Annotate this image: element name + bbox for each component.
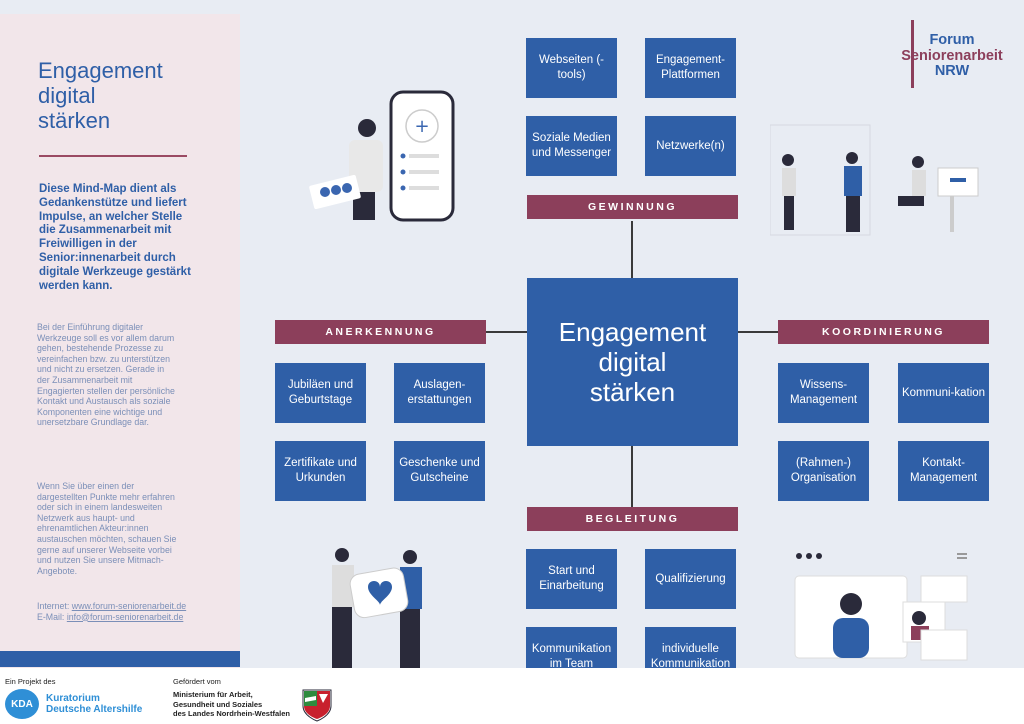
video-call-illustration: [794, 553, 968, 683]
category-koordinierung: KOORDINIERUNG: [778, 320, 989, 344]
node-geschenke: Geschenke und Gutscheine: [394, 441, 485, 501]
sidebar-title-line: digital: [38, 83, 96, 108]
connector-right: [738, 331, 778, 333]
category-begleitung: BEGLEITUNG: [527, 507, 738, 531]
center-line: digital: [598, 347, 667, 377]
center-line: stärken: [589, 377, 676, 407]
team-illustration: [770, 124, 979, 236]
kda-name: Kuratorium Deutsche Altershilfe: [46, 693, 142, 715]
node-kommunikation: Kommuni-kation: [898, 363, 989, 423]
node-jubilaeen: Jubiläen und Geburtstage: [275, 363, 366, 423]
sidebar-bottom-bar: [0, 651, 240, 667]
node-organisation: (Rahmen-) Organisation: [778, 441, 869, 501]
kda-line: Deutsche Altershilfe: [46, 704, 143, 715]
node-auslagenerstattungen: Auslagen-erstattungen: [394, 363, 485, 423]
forum-logo: Forum Seniorenarbeit NRW: [890, 32, 1014, 80]
connector-bottom: [631, 446, 633, 508]
node-kontaktmanagement: Kontakt-Management: [898, 441, 989, 501]
node-wissensmanagement: Wissens-Management: [778, 363, 869, 423]
kda-logo-icon: KDA: [5, 689, 39, 719]
node-zertifikate: Zertifikate und Urkunden: [275, 441, 366, 501]
sidebar-intro: Diese Mind-Map dient als Gedankenstütze …: [39, 183, 191, 292]
internet-label: Internet:: [37, 601, 72, 611]
node-netzwerke: Netzwerke(n): [645, 116, 736, 176]
node-einarbeitung: Start und Einarbeitung: [526, 549, 617, 609]
kda-line: Kuratorium: [46, 693, 100, 704]
sidebar-title-line: Engagement: [38, 58, 163, 83]
logo-line: Forum: [929, 32, 975, 48]
connector-top: [631, 221, 633, 278]
ministry-line: Gesundheit und Soziales: [173, 699, 263, 709]
sidebar-paragraph-1: Bei der Einführung digitaler Werkzeuge s…: [37, 322, 175, 428]
central-topic: Engagement digital stärken: [527, 278, 738, 446]
node-webseiten: Webseiten (-tools): [526, 38, 617, 98]
node-qualifizierung: Qualifizierung: [645, 549, 736, 609]
connector-left: [486, 331, 527, 333]
sidebar-panel: [0, 14, 240, 668]
email-label: E-Mail:: [37, 611, 67, 622]
node-soziale-medien: Soziale Medien und Messenger: [526, 116, 617, 176]
sidebar-paragraph-2: Wenn Sie über einen der dargestellten Pu…: [37, 481, 177, 576]
svg-text:+: +: [414, 116, 429, 137]
nrw-coat-of-arms-icon: [302, 689, 332, 722]
ministry-line: Ministerium für Arbeit,: [173, 690, 253, 699]
ministry-line: des Landes Nordrhein-Westfalen: [173, 709, 290, 718]
node-engagement-plattformen: Engagement-Plattformen: [645, 38, 736, 98]
sidebar-title: Engagement digital stärken: [38, 58, 163, 133]
category-anerkennung: ANERKENNUNG: [275, 320, 486, 344]
phone-person-illustration: +: [309, 90, 455, 222]
project-label: Ein Projekt des: [5, 677, 56, 686]
ministry-name: Ministerium für Arbeit, Gesundheit und S…: [173, 690, 290, 719]
logo-line: Seniorenarbeit: [901, 47, 1003, 64]
center-line: Engagement: [558, 317, 707, 347]
heart-people-illustration: [332, 548, 422, 669]
email-link[interactable]: info@forum-seniorenarbeit.de: [66, 611, 184, 622]
logo-bar: [911, 20, 914, 88]
category-gewinnung: GEWINNUNG: [527, 195, 738, 219]
funded-label: Gefördert vom: [173, 677, 221, 686]
logo-line: NRW: [934, 63, 970, 79]
sidebar-title-line: stärken: [38, 108, 111, 133]
sidebar-contact: Internet: www.forum-seniorenarbeit.de E-…: [37, 601, 217, 622]
sidebar-divider: [39, 155, 187, 157]
footer: [0, 668, 1024, 724]
website-link[interactable]: www.forum-seniorenarbeit.de: [71, 601, 187, 611]
